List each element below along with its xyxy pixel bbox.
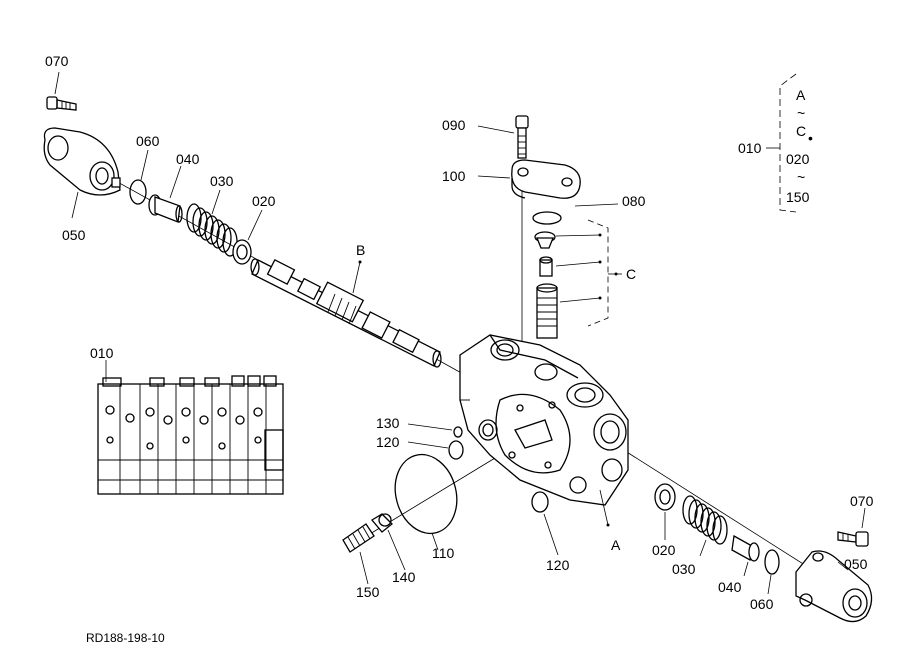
callout-080: 080 xyxy=(622,193,646,209)
legend-a: A xyxy=(796,87,806,103)
plug-140[interactable] xyxy=(371,513,393,533)
poppet-c-parts[interactable] xyxy=(534,231,558,339)
callout-a: A xyxy=(611,537,621,553)
legend-dot: • xyxy=(808,130,813,146)
valve-body[interactable] xyxy=(459,334,629,506)
drawing-number: RD188-198-10 xyxy=(86,631,165,645)
callout-120-left: 120 xyxy=(376,434,400,450)
callout-030-top: 030 xyxy=(210,173,234,189)
legend-020: 020 xyxy=(786,151,810,167)
o-ring-110[interactable] xyxy=(387,448,466,541)
bolt-090[interactable] xyxy=(515,115,529,159)
spring-030-bottom[interactable] xyxy=(682,495,728,545)
legend-tilde-1: ~ xyxy=(797,105,805,121)
o-ring-080[interactable] xyxy=(532,211,562,225)
spring-150[interactable] xyxy=(342,523,375,553)
callout-150: 150 xyxy=(356,584,380,600)
callout-050-bottom: 050 xyxy=(844,556,868,572)
seat-040-bottom[interactable] xyxy=(731,534,760,562)
collar-020-bottom[interactable] xyxy=(654,483,676,511)
legend-010-label: 010 xyxy=(738,140,762,156)
cap-050-bottom[interactable] xyxy=(795,550,873,623)
callout-010-inset: 010 xyxy=(90,345,114,361)
callout-070-top: 070 xyxy=(45,53,69,69)
seat-040-top[interactable] xyxy=(148,194,183,223)
callout-060-top: 060 xyxy=(136,133,160,149)
callout-130: 130 xyxy=(376,415,400,431)
callout-140: 140 xyxy=(392,569,416,585)
callout-120-bottom: 120 xyxy=(546,557,570,573)
callout-030-bottom: 030 xyxy=(672,561,696,577)
callout-b: B xyxy=(356,242,365,258)
spool-b[interactable] xyxy=(250,258,442,368)
collar-020-top[interactable] xyxy=(232,239,252,265)
o-ring-060-top[interactable] xyxy=(129,179,147,205)
callout-020-bottom: 020 xyxy=(652,542,676,558)
legend-tilde-2: ~ xyxy=(797,169,805,185)
callout-110: 110 xyxy=(432,545,455,561)
callout-c: C xyxy=(626,266,636,282)
callout-020-top: 020 xyxy=(252,193,276,209)
callout-090: 090 xyxy=(442,117,466,133)
callout-060-bottom: 060 xyxy=(750,596,774,612)
callout-040-top: 040 xyxy=(176,151,200,167)
bolt-070-bottom[interactable] xyxy=(837,531,869,547)
legend-150: 150 xyxy=(786,189,810,205)
inset-valve-stack[interactable] xyxy=(97,375,284,495)
part-group-legend: 010 A ~ C • 020 ~ 150 xyxy=(738,73,813,213)
bolt-070-top[interactable] xyxy=(46,96,77,111)
spring-030-top[interactable] xyxy=(186,203,238,257)
callout-100: 100 xyxy=(442,168,466,184)
cap-050-top[interactable] xyxy=(43,127,121,196)
ring-130[interactable] xyxy=(453,426,463,438)
callout-070-bottom: 070 xyxy=(850,493,874,509)
flange-100[interactable] xyxy=(511,159,581,199)
ring-120-left[interactable] xyxy=(448,440,464,460)
o-ring-060-bottom[interactable] xyxy=(764,549,780,575)
callout-040-bottom: 040 xyxy=(718,579,742,595)
callout-050-top: 050 xyxy=(62,227,86,243)
legend-c: C xyxy=(796,123,806,139)
ring-120-bottom[interactable] xyxy=(531,491,549,513)
